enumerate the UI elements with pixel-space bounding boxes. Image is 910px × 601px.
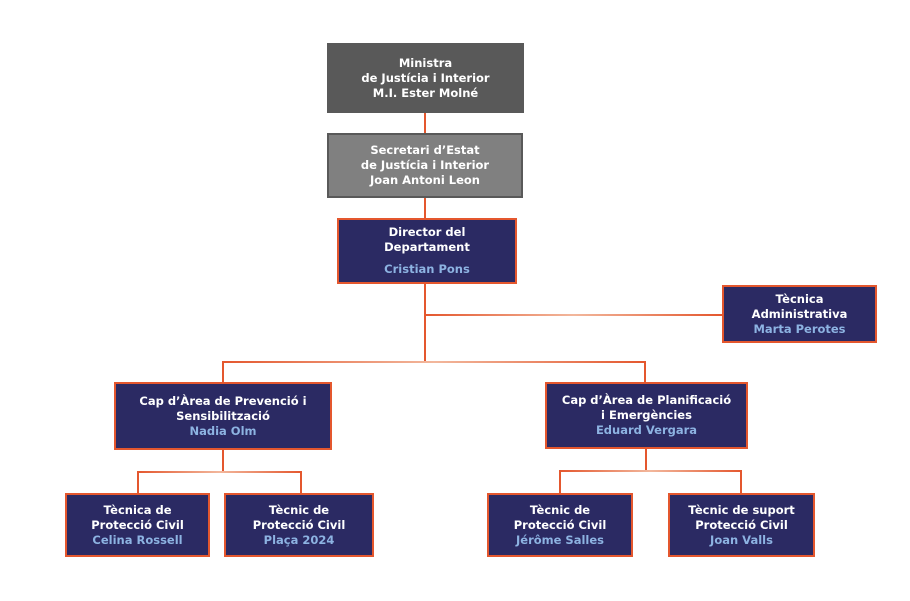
connector-planificacio-bar (559, 470, 742, 472)
person-name: Plaça 2024 (263, 532, 335, 547)
role-line: Protecció Civil (695, 517, 788, 532)
person-name: Jérôme Salles (515, 532, 604, 547)
org-node-tecnica-proteccio-civil: Tècnica de Protecció Civil Celina Rossel… (65, 493, 210, 557)
connector-ministra-secretari (424, 113, 426, 133)
connector-prevencio-stem (222, 450, 224, 472)
role-line: Director del (388, 225, 466, 239)
person-name: Celina Rossell (92, 532, 183, 547)
connector-director-tecnica-adm (425, 314, 722, 316)
role-line: Protecció Civil (91, 517, 184, 532)
connector-drop-tecnic-pc (559, 470, 561, 493)
role-line: Tècnic de (529, 502, 591, 517)
role-line: Protecció Civil (513, 517, 607, 532)
person-name: Cristian Pons (384, 262, 470, 276)
org-node-ministra: Ministra de Justícia i Interior M.I. Est… (327, 43, 524, 113)
connector-planificacio-stem (645, 449, 647, 471)
org-node-cap-prevencio: Cap d’Àrea de Prevenció i Sensibilitzaci… (114, 382, 332, 450)
person-name: Joan Valls (710, 532, 773, 547)
connector-drop-cap-prevencio (222, 361, 224, 383)
role-line: Administrativa (751, 306, 848, 321)
person-name: Joan Antoni Leon (370, 173, 480, 187)
connector-drop-tecnica-pc (137, 471, 139, 493)
role-line: Tècnica de (103, 502, 172, 517)
role-line: de Justícia i Interior (360, 158, 490, 172)
org-node-tecnic-proteccio-civil: Tècnic de Protecció Civil Jérôme Salles (487, 493, 633, 557)
role-line: Departament (384, 240, 470, 254)
connector-prevencio-bar (137, 471, 302, 473)
person-name: M.I. Ester Molné (372, 85, 479, 100)
person-name: Eduard Vergara (595, 423, 698, 437)
connector-secretari-director (424, 198, 426, 218)
role-line: de Justícia i Interior (361, 70, 490, 85)
role-line: Tècnic de (268, 502, 330, 517)
connector-director-stem (424, 284, 426, 362)
org-node-director: Director del Departament Cristian Pons (337, 218, 517, 284)
org-node-tecnic-suport: Tècnic de suport Protecció Civil Joan Va… (668, 493, 815, 557)
role-line: Ministra (398, 55, 453, 70)
org-node-tecnic-proteccio-civil-placa: Tècnic de Protecció Civil Plaça 2024 (224, 493, 374, 557)
org-node-tecnica-administrativa: Tècnica Administrativa Marta Perotes (722, 285, 877, 343)
connector-branch-bar (222, 361, 646, 363)
org-node-secretari: Secretari d’Estat de Justícia i Interior… (327, 133, 523, 198)
person-name: Marta Perotes (753, 321, 846, 336)
role-line: Secretari d’Estat (370, 143, 480, 157)
role-line: Tècnic de suport (688, 502, 795, 517)
role-line: Sensibilització (176, 408, 270, 423)
org-node-cap-planificacio: Cap d’Àrea de Planificació i Emergències… (545, 382, 748, 449)
connector-drop-cap-planificacio (644, 361, 646, 383)
person-name: Nadia Olm (189, 423, 257, 438)
role-line: Cap d’Àrea de Planificació (561, 393, 732, 407)
role-line: Tècnica (775, 291, 824, 306)
role-line: Protecció Civil (252, 517, 346, 532)
connector-drop-tecnic-suport (740, 470, 742, 493)
connector-drop-tecnic-pc-placa (300, 471, 302, 493)
role-line: i Emergències (601, 408, 692, 422)
role-line: Cap d’Àrea de Prevenció i (139, 393, 307, 408)
